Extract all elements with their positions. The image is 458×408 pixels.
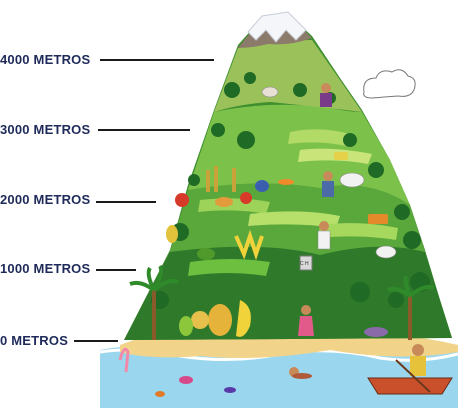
altitude-line-2000 [96,201,156,203]
snow-cap [247,11,307,43]
crops [166,166,294,337]
people [298,83,334,336]
altitude-unit: METROS [11,333,69,348]
altitude-unit: METROS [33,122,91,137]
altitude-label-2000: 2000 METROS [0,190,90,210]
fields [188,129,398,276]
altitude-value: 0 [0,333,8,348]
altitude-value: 4000 [0,52,30,67]
altitude-unit: METROS [33,52,91,67]
altitude-unit: METROS [33,192,91,207]
buildings [299,152,388,271]
altitude-value: 3000 [0,122,30,137]
altitude-line-4000 [100,59,214,61]
altitude-value: 2000 [0,192,30,207]
sign-text: C H [300,261,309,267]
cloud [363,69,416,99]
altitude-label-1000: 1000 METROS [0,259,90,279]
altitude-label-0: 0 METROS [0,331,68,351]
palm-trees [129,264,435,340]
altitude-line-1000 [96,269,136,271]
sea [100,346,458,408]
altitude-value: 1000 [0,261,30,276]
boat [367,344,453,395]
altitude-label-3000: 3000 METROS [0,120,90,140]
altitude-unit: METROS [33,261,91,276]
animals [118,86,397,373]
altitude-line-3000 [98,129,190,131]
altitude-label-4000: 4000 METROS [0,50,90,70]
sea-life [155,367,312,397]
altitude-line-0 [74,340,118,342]
